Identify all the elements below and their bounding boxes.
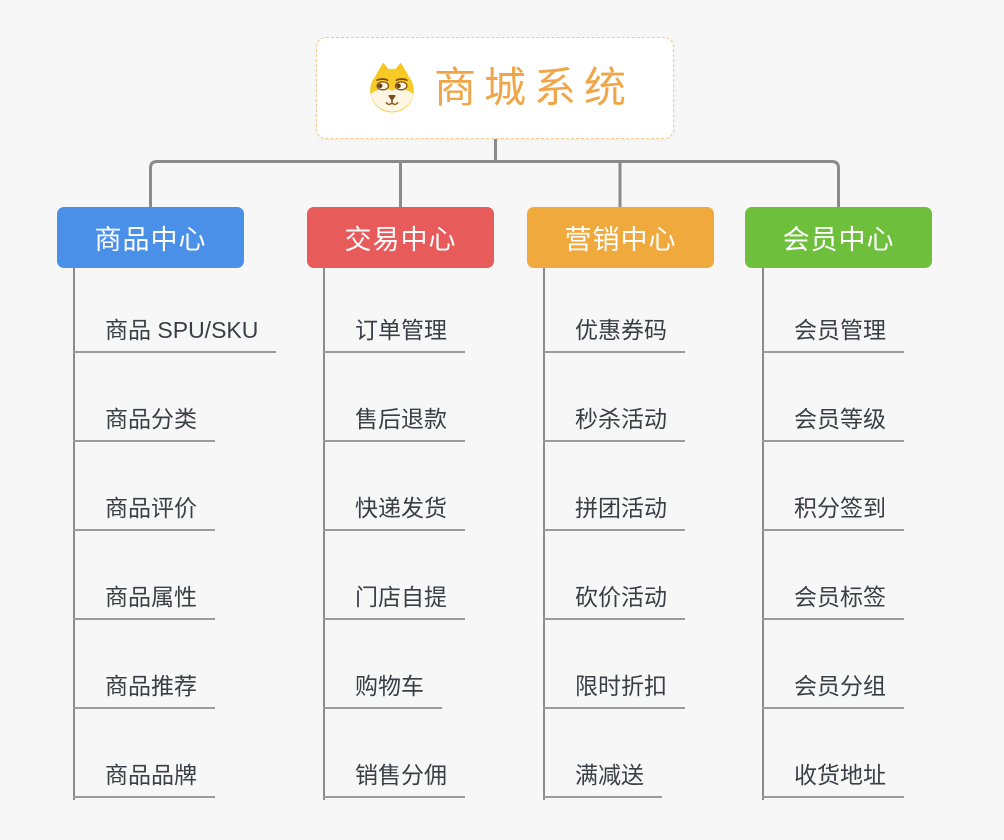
branch-node-trade-center[interactable]: 交易中心 (307, 207, 494, 268)
leaf-node[interactable]: 会员管理 (762, 317, 904, 353)
leaf-node[interactable]: 门店自提 (323, 584, 465, 620)
branch-trunk-line (543, 268, 545, 800)
leaf-node[interactable]: 商品属性 (73, 584, 215, 620)
leaf-node[interactable]: 满减送 (543, 762, 662, 798)
leaf-node[interactable]: 砍价活动 (543, 584, 685, 620)
branch-node-marketing-center[interactable]: 营销中心 (527, 207, 714, 268)
branch-trunk-line (73, 268, 75, 800)
leaf-node[interactable]: 商品分类 (73, 406, 215, 442)
root-node[interactable]: 商城系统 (316, 37, 674, 139)
leaf-node[interactable]: 限时折扣 (543, 673, 685, 709)
leaf-node[interactable]: 优惠券码 (543, 317, 685, 353)
leaf-node[interactable]: 秒杀活动 (543, 406, 685, 442)
leaf-node[interactable]: 售后退款 (323, 406, 465, 442)
leaf-node[interactable]: 订单管理 (323, 317, 465, 353)
branch-node-product-center[interactable]: 商品中心 (57, 207, 244, 268)
shiba-dog-icon (370, 62, 414, 113)
leaf-node[interactable]: 商品品牌 (73, 762, 215, 798)
leaf-node[interactable]: 拼团活动 (543, 495, 685, 531)
leaf-node[interactable]: 销售分佣 (323, 762, 465, 798)
leaf-node[interactable]: 商品评价 (73, 495, 215, 531)
branch-node-member-center[interactable]: 会员中心 (745, 207, 932, 268)
root-node-title: 商城系统 (433, 64, 634, 111)
leaf-node[interactable]: 快递发货 (323, 495, 465, 531)
leaf-node[interactable]: 积分签到 (762, 495, 904, 531)
leaf-node[interactable]: 会员标签 (762, 584, 904, 620)
branch-trunk-line (762, 268, 764, 800)
branch-trunk-line (323, 268, 325, 800)
leaf-node[interactable]: 会员等级 (762, 406, 904, 442)
leaf-node[interactable]: 商品 SPU/SKU (73, 317, 277, 353)
leaf-node[interactable]: 购物车 (323, 673, 442, 709)
leaf-node[interactable]: 收货地址 (762, 762, 904, 798)
leaf-node[interactable]: 会员分组 (762, 673, 904, 709)
leaf-node[interactable]: 商品推荐 (73, 673, 215, 709)
